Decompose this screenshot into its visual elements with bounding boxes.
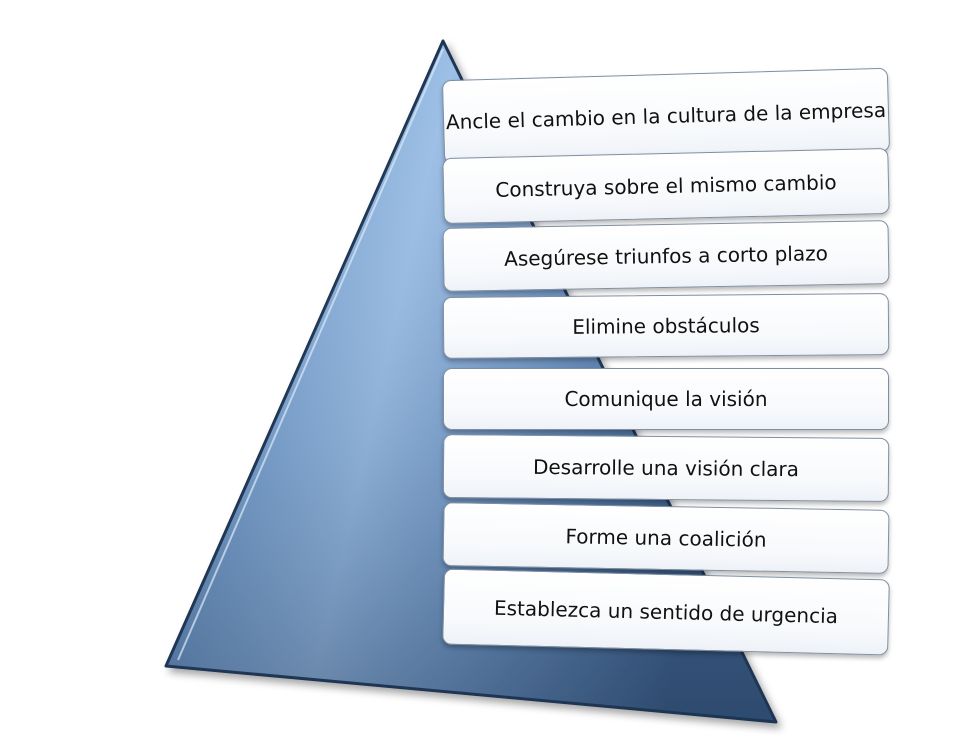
step-label: Desarrolle una visión clara [532,454,800,482]
step-box-1: Establezca un sentido de urgencia [442,568,890,656]
step-box-5: Elimine obstáculos [442,293,890,359]
step-label: Forme una coalición [565,524,767,552]
step-box-2: Forme una coalición [442,502,890,574]
step-box-4: Comunique la visión [443,368,889,430]
step-label: Elimine obstáculos [572,313,760,339]
step-label: Asegúrese triunfos a corto plazo [503,241,829,271]
step-box-3: Desarrolle una visión clara [442,434,890,502]
step-label: Establezca un sentido de urgencia [493,595,839,629]
step-label: Comunique la visión [564,387,768,411]
step-label: Ancle el cambio en la cultura de la empr… [445,97,887,135]
step-label: Construya sobre el mismo cambio [495,170,837,202]
step-box-7: Construya sobre el mismo cambio [442,147,890,225]
step-box-6: Asegúrese triunfos a corto plazo [442,220,890,292]
